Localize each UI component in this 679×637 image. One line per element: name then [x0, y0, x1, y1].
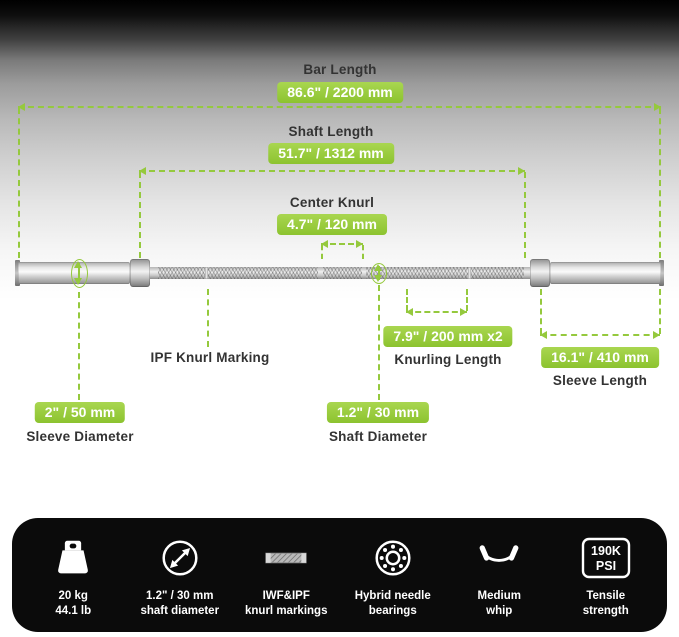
shaft-diameter-pointer-line: [378, 285, 380, 400]
sleeve-diameter-pointer-line: [78, 292, 80, 400]
right-end-cap: [659, 260, 664, 286]
ipf-knurl-ring-left: [205, 267, 208, 279]
weight-icon: [58, 540, 89, 573]
knurling-length-dim-line: [406, 311, 467, 313]
bar-length-ext-left: [18, 108, 20, 258]
center-knurl-arrow-left: [321, 240, 328, 248]
knurling-length-arrow-left: [406, 308, 413, 316]
sleeve-diameter-mark: [71, 259, 88, 288]
bar-length-label: Bar Length: [303, 62, 377, 77]
left-knurl-section: [158, 267, 318, 279]
knurling-length-ext-left: [406, 289, 408, 311]
sleeve-length-ext-left: [540, 289, 542, 334]
knurling-length-ext-right: [466, 289, 468, 311]
shaft-length-badge: 51.7" / 1312 mm: [268, 143, 394, 164]
shaft-diameter-mark: [371, 263, 387, 284]
sleeve-length-dim-line: [540, 334, 660, 336]
shaft-length-arrow-right: [518, 167, 525, 175]
right-sleeve: [550, 262, 661, 284]
ipf-knurl-ring-right: [468, 267, 471, 279]
feature-text: 1.2" / 30 mm: [146, 589, 214, 602]
shaft-length-dim-line: [139, 170, 525, 172]
feature-weight: 20 kg 44.1 lb: [20, 532, 127, 619]
bearings-icon: [375, 540, 411, 576]
feature-text: knurl markings: [245, 604, 328, 617]
right-knurl-section: [366, 267, 524, 279]
knurling-length-label: Knurling Length: [394, 352, 502, 367]
center-knurl-ext-right: [362, 245, 364, 259]
sleeve-length-ext-right: [659, 289, 661, 334]
sleeve-length-badge: 16.1" / 410 mm: [541, 347, 659, 368]
feature-text: whip: [486, 604, 513, 617]
feature-text: shaft diameter: [140, 604, 220, 617]
feature-text: Hybrid needle: [354, 589, 431, 602]
whip-icon: [479, 544, 519, 562]
feature-tensile-strength: 190K PSI Tensile strength: [553, 532, 660, 619]
shaft-diameter-arrow-down: [374, 275, 382, 282]
shaft-diameter-arrow-up: [374, 264, 382, 271]
shaft-diameter-icon: [162, 540, 198, 576]
shaft-diameter-arrow-line: [378, 266, 380, 280]
features-panel: 20 kg 44.1 lb 1.2" / 30 mm shaft diamete…: [12, 518, 667, 632]
psi-badge-unit: PSI: [596, 559, 616, 573]
shaft-length-ext-right: [524, 172, 526, 258]
ipf-marking-label: IPF Knurl Marking: [150, 350, 270, 365]
bar-length-arrow-right: [654, 103, 661, 111]
center-knurl-label: Center Knurl: [289, 195, 375, 210]
center-knurl-ext-left: [321, 245, 323, 259]
ipf-marking-pointer-line: [207, 289, 209, 347]
feature-text: Tensile: [586, 589, 626, 602]
shaft-diameter-label: Shaft Diameter: [328, 429, 428, 444]
feature-text: bearings: [368, 604, 417, 617]
shaft-length-ext-left: [139, 172, 141, 258]
psi-badge-value: 190K: [591, 544, 621, 558]
sleeve-length-arrow-left: [540, 331, 547, 339]
sleeve-length-label: Sleeve Length: [552, 373, 648, 388]
left-collar: [130, 259, 150, 287]
bar-length-ext-right: [659, 108, 661, 258]
sleeve-diameter-arrow-up: [74, 261, 82, 268]
feature-shaft-diameter: 1.2" / 30 mm shaft diameter: [127, 532, 234, 619]
center-knurl-arrow-right: [356, 240, 363, 248]
shaft-diameter-badge: 1.2" / 30 mm: [326, 402, 430, 423]
shaft: [150, 267, 530, 279]
feature-whip: Medium whip: [446, 532, 553, 619]
feature-bearings: Hybrid needle bearings: [340, 532, 447, 619]
left-end-cap: [15, 260, 20, 286]
knurling-length-arrow-right: [460, 308, 467, 316]
knurl-markings-icon: [265, 552, 307, 563]
sleeve-diameter-arrow-down: [74, 278, 82, 285]
feature-knurl-markings: IWF&IPF knurl markings: [233, 532, 340, 619]
shaft-length-arrow-left: [139, 167, 146, 175]
bar-length-badge: 86.6" / 2200 mm: [277, 82, 403, 103]
sleeve-diameter-arrow-line: [78, 263, 80, 283]
sleeve-length-arrow-right: [653, 331, 660, 339]
knurling-length-badge: 7.9" / 200 mm x2: [383, 326, 513, 347]
psi-badge-icon: 190K PSI: [581, 537, 630, 578]
shaft-length-label: Shaft Length: [288, 124, 374, 139]
sleeve-diameter-label: Sleeve Diameter: [26, 429, 134, 444]
feature-text: 44.1 lb: [55, 604, 92, 617]
bar-length-arrow-left: [18, 103, 25, 111]
center-knurl-dim-line: [321, 243, 363, 245]
sleeve-diameter-badge: 2" / 50 mm: [34, 402, 126, 423]
bar-length-dim-line: [18, 106, 661, 108]
center-knurl-section: [323, 267, 362, 279]
center-knurl-badge: 4.7" / 120 mm: [277, 214, 387, 235]
feature-text: strength: [582, 604, 629, 617]
feature-text: 20 kg: [58, 589, 88, 602]
feature-text: IWF&IPF: [262, 589, 310, 602]
right-collar: [530, 259, 550, 287]
feature-text: Medium: [477, 589, 521, 602]
